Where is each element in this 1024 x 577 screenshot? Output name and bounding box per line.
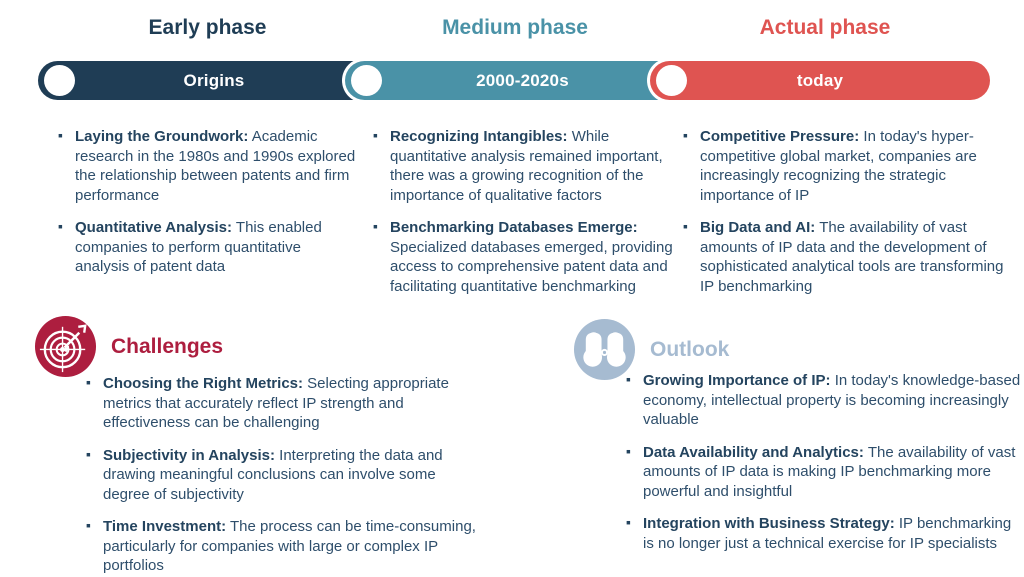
phase-header-early: Early phase xyxy=(148,16,267,39)
bullet-term: Integration with Business Strategy: xyxy=(643,515,895,532)
timeline-segment-label: today xyxy=(796,70,844,90)
bullet-text: While quantitative analysis remained imp… xyxy=(390,128,663,204)
timeline-milestone-dot xyxy=(351,65,382,96)
bullet-term: Data Availability and Analytics: xyxy=(643,443,864,461)
timeline-segment-today: today xyxy=(650,61,990,100)
bullet-term: Time Investment: xyxy=(103,518,227,535)
outlook-bullets: Growing Importance of IP: In today's kno… xyxy=(626,370,1024,566)
timeline-bar: Origins 2000-2020s today xyxy=(38,61,990,100)
bullet-item: Recognizing Intangibles: While quantitat… xyxy=(373,126,673,205)
bullet-term: Quantitative Analysis: xyxy=(75,219,232,236)
bullet-term: Big Data and AI: xyxy=(700,219,816,236)
timeline-segment-2000-2020s: 2000-2020s xyxy=(345,61,700,100)
bullet-item: Growing Importance of IP: In today's kno… xyxy=(626,370,1024,430)
bullet-item: Data Availability and Analytics: The ava… xyxy=(626,442,1024,502)
bullet-item: Time Investment: The process can be time… xyxy=(86,516,476,576)
phase-column-actual: Competitive Pressure: In today's hyper-c… xyxy=(683,126,1013,309)
bullet-item: Integration with Business Strategy: IP b… xyxy=(626,513,1024,553)
challenges-bullets: Choosing the Right Metrics: Selecting ap… xyxy=(86,373,476,577)
outlook-title: Outlook xyxy=(650,337,730,361)
bullet-text: In today's knowledge-based economy, inte… xyxy=(643,372,1021,428)
challenges-title: Challenges xyxy=(111,334,224,358)
bullet-text: The process can be time-consuming, parti… xyxy=(103,518,476,574)
outlook-section-header: Outlook xyxy=(573,318,729,381)
bullet-term: Recognizing Intangibles: xyxy=(390,128,568,145)
bullet-text: The availability of vast amounts of IP d… xyxy=(643,443,1016,500)
bullet-text: Specialized databases emerged, providing… xyxy=(390,238,673,295)
timeline-segment-label: 2000-2020s xyxy=(476,70,569,90)
challenges-section-header: Challenges xyxy=(34,315,223,378)
bullet-text: In today's hyper-competitive global mark… xyxy=(700,128,977,204)
target-dart-icon xyxy=(34,315,97,378)
bullet-item: Competitive Pressure: In today's hyper-c… xyxy=(683,126,1013,205)
bullet-item: Quantitative Analysis: This enabled comp… xyxy=(58,217,358,277)
bullet-text: This enabled companies to perform quanti… xyxy=(75,219,322,275)
bullet-term: Growing Importance of IP: xyxy=(643,372,831,389)
bullet-item: Benchmarking Databases Emerge: Specializ… xyxy=(373,217,673,296)
bullet-term: Competitive Pressure: xyxy=(700,128,860,145)
timeline-segment-origins: Origins xyxy=(38,61,390,100)
phase-column-medium: Recognizing Intangibles: While quantitat… xyxy=(373,126,673,309)
bullet-item: Laying the Groundwork: Academic research… xyxy=(58,126,358,205)
binoculars-icon xyxy=(573,318,636,381)
phase-header-actual: Actual phase xyxy=(759,16,891,39)
timeline-milestone-dot xyxy=(44,65,75,96)
bullet-term: Benchmarking Databases Emerge: xyxy=(390,219,638,236)
bullet-text: The availability of vast amounts of IP d… xyxy=(700,219,1004,295)
phase-header-medium: Medium phase xyxy=(442,16,588,39)
timeline-milestone-dot xyxy=(656,65,687,96)
bullet-item: Big Data and AI: The availability of vas… xyxy=(683,217,1013,296)
bullet-term: Subjectivity in Analysis: xyxy=(103,446,275,464)
bullet-item: Subjectivity in Analysis: Interpreting t… xyxy=(86,445,476,505)
bullet-text: Selecting appropriate metrics that accur… xyxy=(103,375,449,431)
timeline-segment-label: Origins xyxy=(183,70,245,90)
bullet-text: Academic research in the 1980s and 1990s… xyxy=(75,128,356,204)
bullet-text: IP benchmarking is no longer just a tech… xyxy=(643,515,1012,552)
bullet-text: Interpreting the data and drawing meanin… xyxy=(103,446,443,503)
phase-column-early: Laying the Groundwork: Academic research… xyxy=(58,126,358,290)
bullet-term: Laying the Groundwork: xyxy=(75,128,249,145)
bullet-item: Choosing the Right Metrics: Selecting ap… xyxy=(86,373,476,433)
bullet-term: Choosing the Right Metrics: xyxy=(103,375,303,392)
